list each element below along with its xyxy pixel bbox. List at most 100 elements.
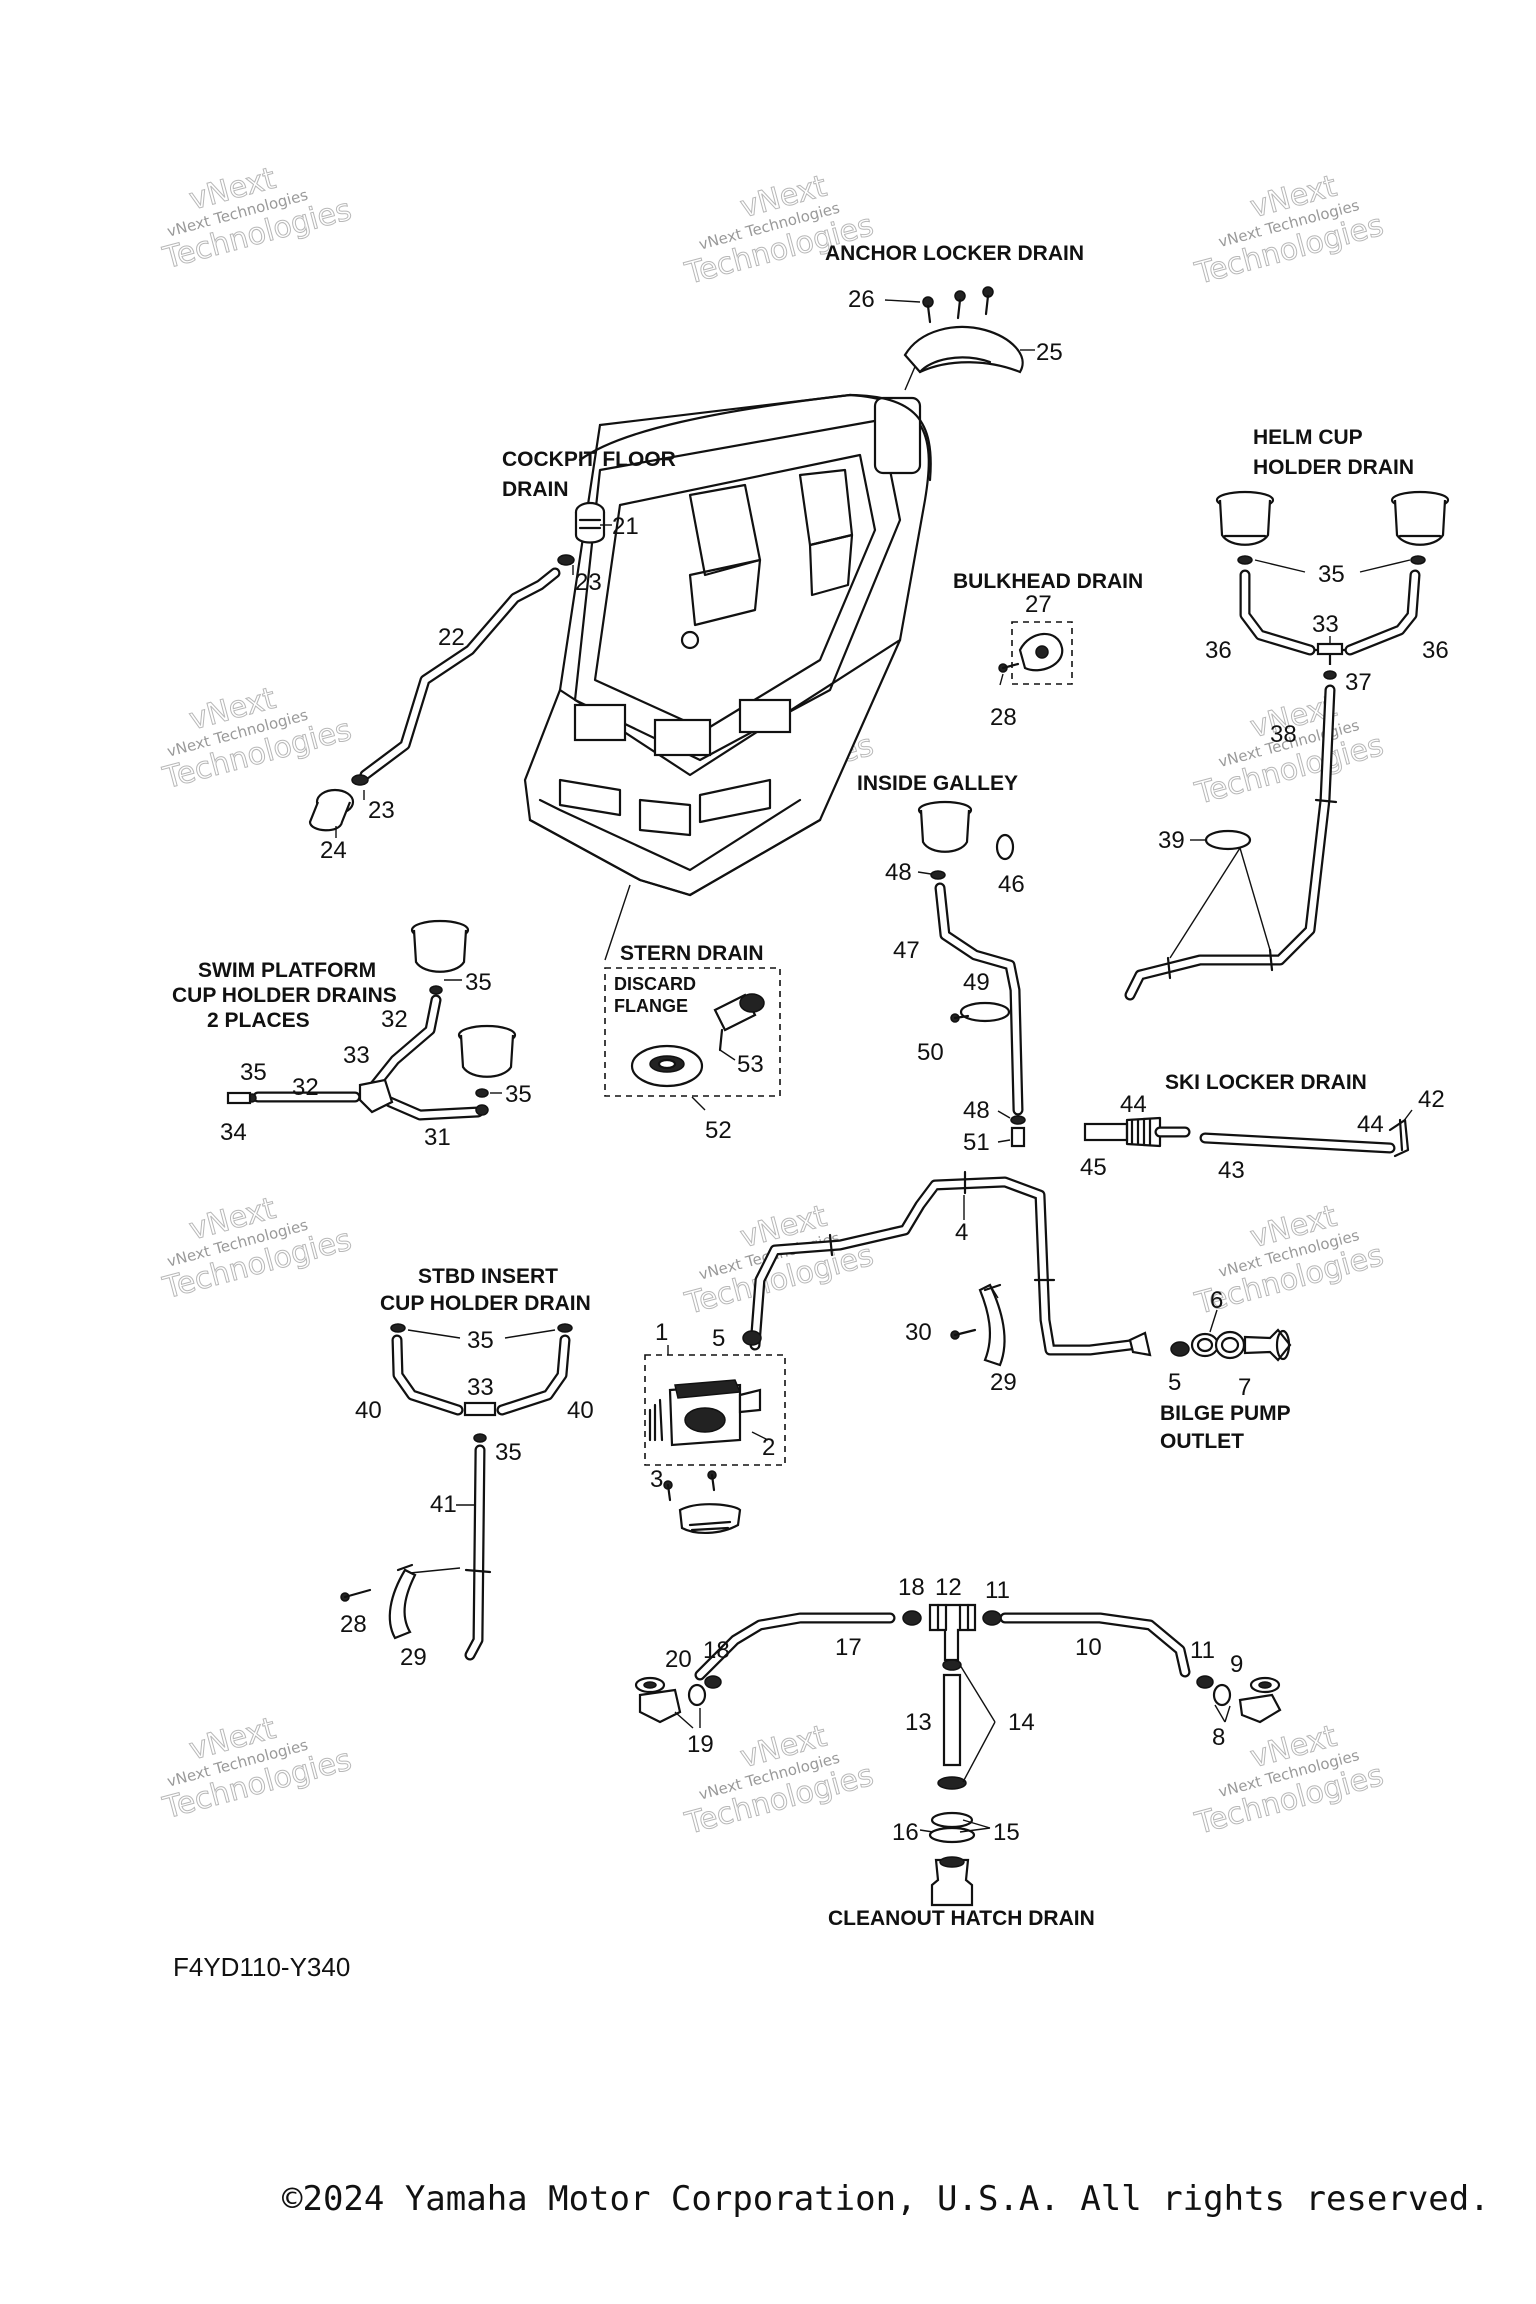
part-number: 50 xyxy=(917,1039,944,1066)
watermark: vNext Technologies vNext Technologies xyxy=(680,1718,877,1842)
watermark: vNext Technologies vNext Technologies xyxy=(158,1710,355,1826)
part-number: 14 xyxy=(1008,1709,1035,1736)
part-number: 10 xyxy=(1075,1634,1102,1661)
label-stern-drain: STERN DRAIN xyxy=(620,942,764,965)
cleanout-hatch-drain-group: 18 12 11 17 10 13 14 16 15 CLEANOUT HATC… xyxy=(634,1574,1282,1930)
part-number: 49 xyxy=(963,969,990,996)
swim-platform-group: SWIM PLATFORM CUP HOLDER DRAINS 2 PLACES… xyxy=(172,919,532,1151)
anchor-locker-drain-group: ANCHOR LOCKER DRAIN 26 25 xyxy=(825,242,1084,374)
label-cockpit-floor: COCKPIT FLOOR xyxy=(502,448,676,471)
watermark: vNext Technologies vNext Technologies xyxy=(158,1190,355,1306)
label-two-places: 2 PLACES xyxy=(207,1009,310,1032)
part-number: 21 xyxy=(612,513,639,540)
boat-hull xyxy=(523,354,932,961)
stbd-insert-group: STBD INSERT CUP HOLDER DRAIN 35 33 40 40… xyxy=(340,1265,594,1671)
part-number: 34 xyxy=(220,1119,247,1146)
part-number: 48 xyxy=(885,859,912,886)
watermark: vNext Technologies vNext Technologies xyxy=(158,680,355,796)
part-number: 43 xyxy=(1218,1157,1245,1184)
ski-locker-drain-group: SKI LOCKER DRAIN 44 45 43 44 42 xyxy=(1080,1071,1445,1184)
label-helm-cup: HELM CUP xyxy=(1253,426,1363,449)
screw-26a xyxy=(922,296,934,324)
part-number: 11 xyxy=(1190,1637,1215,1664)
label-stbd-insert: STBD INSERT xyxy=(418,1265,558,1288)
part-number: 51 xyxy=(963,1129,990,1156)
watermark: vNext Technologies vNext Technologies xyxy=(680,168,877,292)
part-number: 36 xyxy=(1422,637,1449,664)
part-number: 33 xyxy=(467,1374,494,1401)
part-number: 16 xyxy=(892,1819,919,1846)
part-number: 32 xyxy=(381,1006,408,1033)
part-number: 5 xyxy=(1168,1369,1181,1396)
part-number: 3 xyxy=(650,1466,663,1493)
part-number: 48 xyxy=(963,1097,990,1124)
label-cleanout-hatch-drain: CLEANOUT HATCH DRAIN xyxy=(828,1907,1095,1930)
part-number: 35 xyxy=(467,1327,494,1354)
watermark: vNext Technologies vNext Technologies xyxy=(1190,168,1387,292)
part-number: 28 xyxy=(990,704,1017,731)
part-number: 42 xyxy=(1418,1086,1445,1113)
part-number: 41 xyxy=(430,1491,457,1518)
part-number: 40 xyxy=(355,1397,382,1424)
cup-holder xyxy=(1215,490,1275,546)
part-number: 12 xyxy=(935,1574,962,1601)
label-outlet: OUTLET xyxy=(1160,1430,1244,1453)
part-number: 30 xyxy=(905,1319,932,1346)
label-cockpit-floor-drain: DRAIN xyxy=(502,478,569,501)
part-number: 53 xyxy=(737,1051,764,1078)
cup-holder xyxy=(410,919,470,973)
part-number: 22 xyxy=(438,624,465,651)
part-number: 17 xyxy=(835,1634,862,1661)
label-cup-holder-drains: CUP HOLDER DRAINS xyxy=(172,984,397,1007)
stern-drain-group: STERN DRAIN DISCARD FLANGE 53 52 xyxy=(604,942,781,1144)
part-number: 46 xyxy=(998,871,1025,898)
part-number: 38 xyxy=(1270,721,1297,748)
part-number: 18 xyxy=(898,1574,925,1601)
watermark: vNext Technologies vNext Technologies xyxy=(1190,1718,1387,1842)
part-number: 44 xyxy=(1120,1091,1147,1118)
label-ski-locker-drain: SKI LOCKER DRAIN xyxy=(1165,1071,1367,1094)
part-number: 35 xyxy=(465,969,492,996)
watermark: vNext Technologies vNext Technologies xyxy=(158,160,355,276)
part-number: 29 xyxy=(990,1369,1017,1396)
part-number: 19 xyxy=(687,1731,714,1758)
part-number: 47 xyxy=(893,937,920,964)
part-number: 1 xyxy=(655,1319,668,1346)
part-number: 45 xyxy=(1080,1154,1107,1181)
part-number: 40 xyxy=(567,1397,594,1424)
inside-galley-group: INSIDE GALLEY 48 46 47 49 50 48 51 xyxy=(857,772,1026,1156)
part-number: 9 xyxy=(1230,1651,1243,1678)
part-number: 29 xyxy=(400,1644,427,1671)
part-number: 20 xyxy=(665,1646,692,1673)
part-number: 33 xyxy=(1312,611,1339,638)
part-number: 35 xyxy=(495,1439,522,1466)
label-stbd-cup-holder-drain: CUP HOLDER DRAIN xyxy=(380,1292,591,1315)
part-number: 13 xyxy=(905,1709,932,1736)
part-number: 15 xyxy=(993,1819,1020,1846)
part-number: 25 xyxy=(1036,339,1063,366)
part-number: 26 xyxy=(848,286,875,313)
label-inside-galley: INSIDE GALLEY xyxy=(857,772,1018,795)
screw-26b xyxy=(954,290,966,320)
part-number: 37 xyxy=(1345,669,1372,696)
cup-holder xyxy=(1390,490,1450,546)
part-number: 28 xyxy=(340,1611,367,1638)
label-helm-cup-holder-drain: HOLDER DRAIN xyxy=(1253,456,1414,479)
part-number: 8 xyxy=(1212,1724,1225,1751)
part-number: 36 xyxy=(1205,637,1232,664)
screw-26c xyxy=(982,286,994,316)
part-number: 24 xyxy=(320,837,347,864)
part-number: 39 xyxy=(1158,827,1185,854)
part-number: 35 xyxy=(240,1059,267,1086)
label-bulkhead-drain: BULKHEAD DRAIN xyxy=(953,570,1143,593)
copyright-notice: ©2024 Yamaha Motor Corporation, U.S.A. A… xyxy=(282,2179,1490,2219)
part-number: 27 xyxy=(1025,591,1052,618)
part-number: 4 xyxy=(955,1219,968,1246)
label-bilge-pump: BILGE PUMP xyxy=(1160,1402,1291,1425)
part-number: 52 xyxy=(705,1117,732,1144)
cup-holder xyxy=(457,1024,517,1078)
figure-code: F4YD110-Y340 xyxy=(173,1952,350,1982)
part-number: 11 xyxy=(985,1577,1010,1604)
bulkhead-drain-group: BULKHEAD DRAIN 27 28 xyxy=(953,570,1143,731)
label-flange: FLANGE xyxy=(614,996,688,1016)
